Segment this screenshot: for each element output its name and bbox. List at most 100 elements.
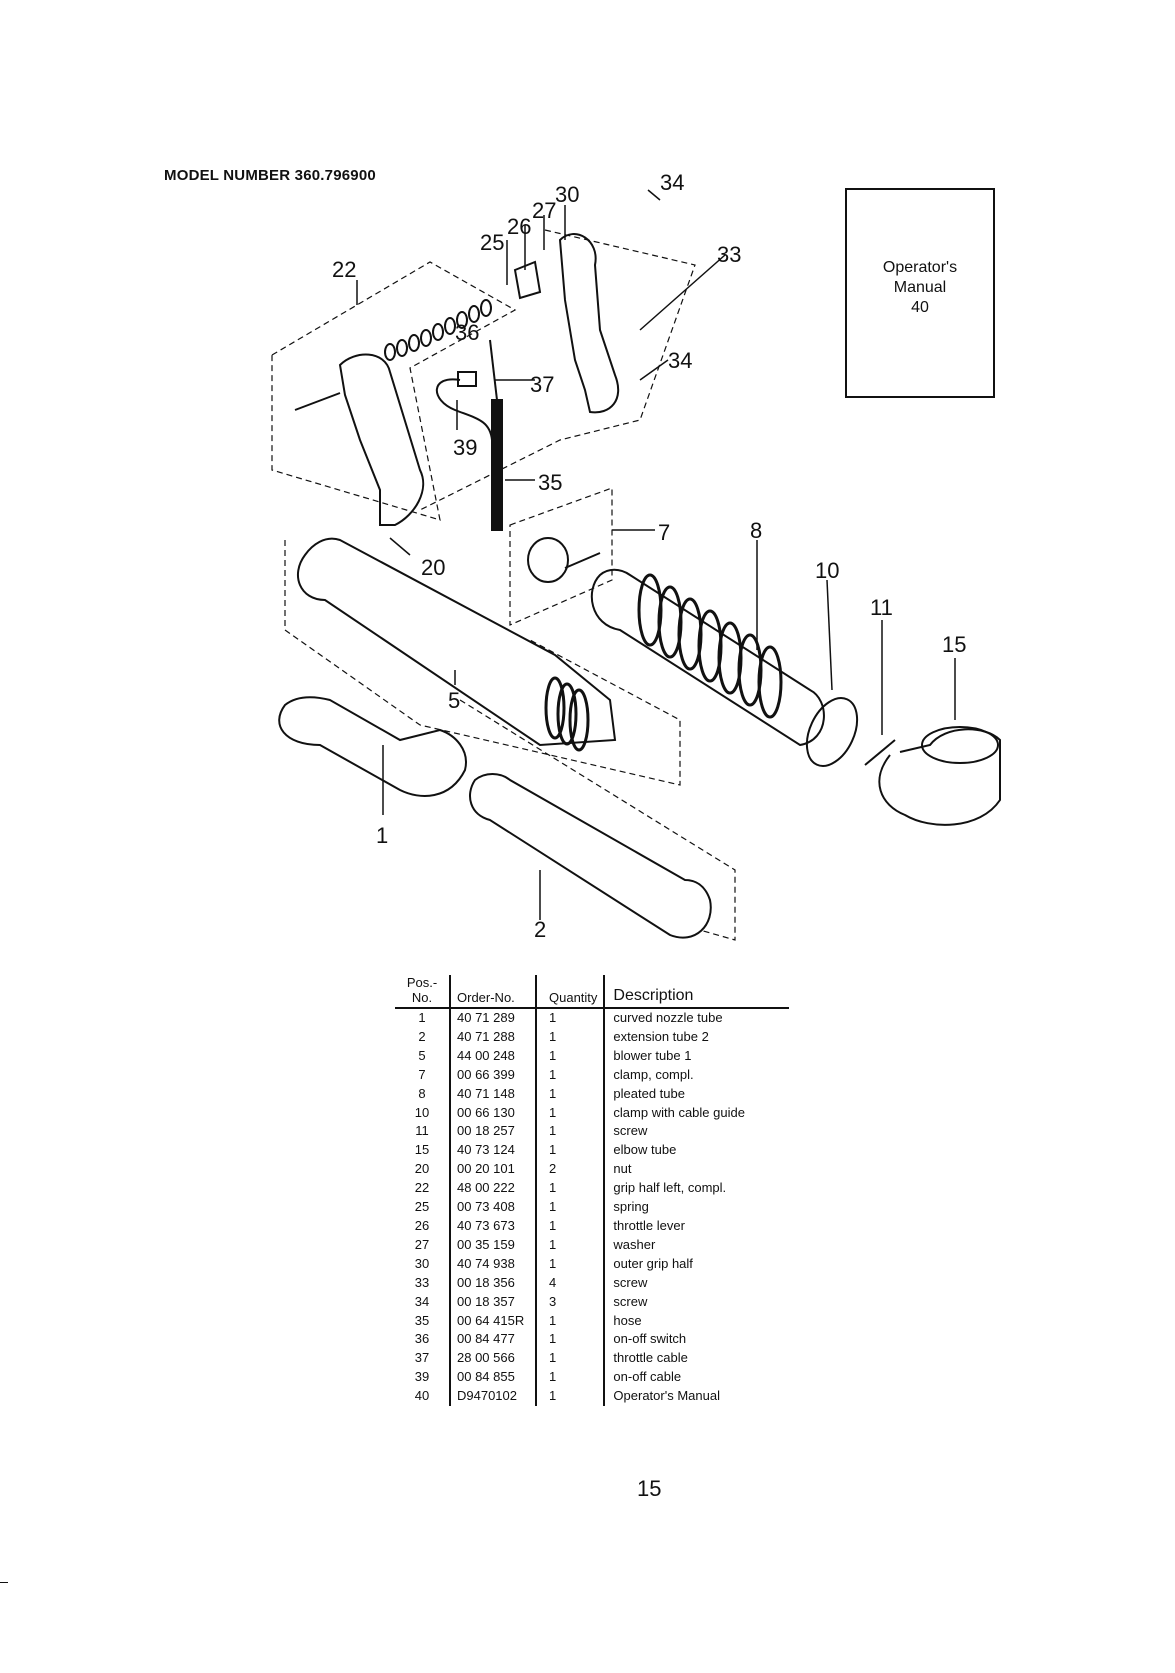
cell-order-no: 00 18 257	[450, 1122, 537, 1142]
cell-pos-no: 36	[395, 1330, 451, 1350]
outer-grip-half-shape	[558, 233, 620, 414]
cell-description: nut	[613, 1161, 632, 1177]
cell-order-no: D9470102	[450, 1387, 537, 1407]
cell-order-no: 40 74 938	[450, 1254, 537, 1274]
cell-quantity: 1	[536, 1027, 606, 1047]
grip-assembly-outline	[271, 261, 517, 521]
callout-1: 1	[376, 823, 388, 848]
hose-shape	[491, 399, 503, 531]
cell-pos-no: 7	[395, 1065, 451, 1085]
cell-pos-no: 34	[395, 1292, 451, 1312]
cell-order-no: 48 00 222	[450, 1179, 537, 1199]
throttle-lever-shape	[513, 260, 542, 300]
cell-quantity: 1	[536, 1311, 606, 1331]
tube-outline	[284, 540, 681, 786]
cell-order-no: 28 00 566	[450, 1349, 537, 1369]
callout-10: 10	[815, 558, 839, 583]
callout-34-top: 34	[660, 170, 684, 195]
cell-pos-no: 30	[395, 1254, 451, 1274]
callout-39: 39	[453, 435, 477, 460]
cell-description: throttle lever	[613, 1217, 685, 1233]
clamp-outline	[509, 487, 613, 626]
cell-quantity: 2	[536, 1160, 606, 1180]
cell-order-no: 40 73 673	[450, 1216, 537, 1236]
on-off-switch-shape	[457, 371, 477, 387]
cell-order-no: 40 71 148	[450, 1084, 537, 1104]
callout-20: 20	[421, 555, 445, 580]
cell-order-no: 00 18 356	[450, 1273, 537, 1293]
cell-pos-no: 33	[395, 1273, 451, 1293]
cell-quantity: 1	[536, 1387, 606, 1407]
cell-pos-no: 40	[395, 1387, 451, 1407]
cell-order-no: 00 35 159	[450, 1235, 537, 1255]
cell-pos-no: 10	[395, 1103, 451, 1123]
cell-description: Operator's Manual	[613, 1388, 720, 1404]
cell-description: throttle cable	[613, 1350, 688, 1366]
pleated-tube-folds	[637, 573, 783, 719]
cell-quantity: 1	[536, 1198, 606, 1217]
cell-quantity: 1	[536, 1084, 606, 1104]
cell-pos-no: 22	[395, 1179, 451, 1199]
clamp-shape	[527, 537, 569, 583]
cell-description: outer grip half	[613, 1255, 693, 1271]
cell-order-no: 00 20 101	[450, 1160, 537, 1180]
cell-quantity: 1	[536, 1235, 606, 1255]
manual-box-line1: Operator's	[882, 259, 958, 276]
header-description: Description	[604, 975, 790, 1009]
callout-2: 2	[534, 917, 546, 942]
cell-pos-no: 15	[395, 1141, 451, 1161]
cell-order-no: 00 66 399	[450, 1065, 537, 1085]
parts-list-table: Pos.-No. Order-No. Quantity Description …	[395, 975, 790, 1407]
cell-quantity: 1	[536, 1349, 606, 1369]
cell-description: elbow tube	[613, 1142, 677, 1158]
cell-description: blower tube 1	[613, 1047, 692, 1063]
cell-order-no: 00 84 855	[450, 1368, 537, 1388]
callout-34-mid: 34	[668, 348, 692, 373]
cell-description: clamp, compl.	[613, 1066, 694, 1082]
cell-pos-no: 2	[395, 1027, 451, 1047]
callout-22: 22	[332, 257, 356, 282]
manual-box-line2: Manual	[893, 279, 947, 296]
callout-25: 25	[480, 230, 504, 255]
callout-30: 30	[555, 182, 579, 207]
on-off-cable-shape	[435, 378, 493, 441]
cell-description: curved nozzle tube	[613, 1010, 723, 1025]
cell-quantity: 1	[536, 1122, 606, 1142]
cell-pos-no: 11	[395, 1122, 451, 1142]
cell-order-no: 00 18 357	[450, 1292, 537, 1312]
callout-33: 33	[717, 242, 741, 267]
cell-quantity: 1	[536, 1008, 606, 1028]
pleated-tube-shape	[590, 568, 825, 747]
cell-quantity: 1	[536, 1141, 606, 1161]
manual-box-line3: 40	[911, 299, 929, 316]
callout-35: 35	[538, 470, 562, 495]
cell-order-no: 44 00 248	[450, 1046, 537, 1066]
header-quantity: Quantity	[536, 975, 606, 1009]
cell-order-no: 40 71 288	[450, 1027, 537, 1047]
handle-outline	[419, 229, 696, 511]
cell-quantity: 1	[536, 1179, 606, 1199]
blower-tube-shape	[296, 537, 617, 747]
cell-description: on-off switch	[613, 1331, 687, 1347]
edge-mark	[0, 1582, 8, 1583]
model-number: MODEL NUMBER 360.796900	[164, 167, 376, 184]
cell-description: pleated tube	[613, 1085, 685, 1101]
blower-tube-ribs	[544, 676, 590, 752]
extension-tube-shape	[469, 773, 712, 939]
callout-5: 5	[448, 688, 460, 713]
cell-quantity: 1	[536, 1330, 606, 1350]
